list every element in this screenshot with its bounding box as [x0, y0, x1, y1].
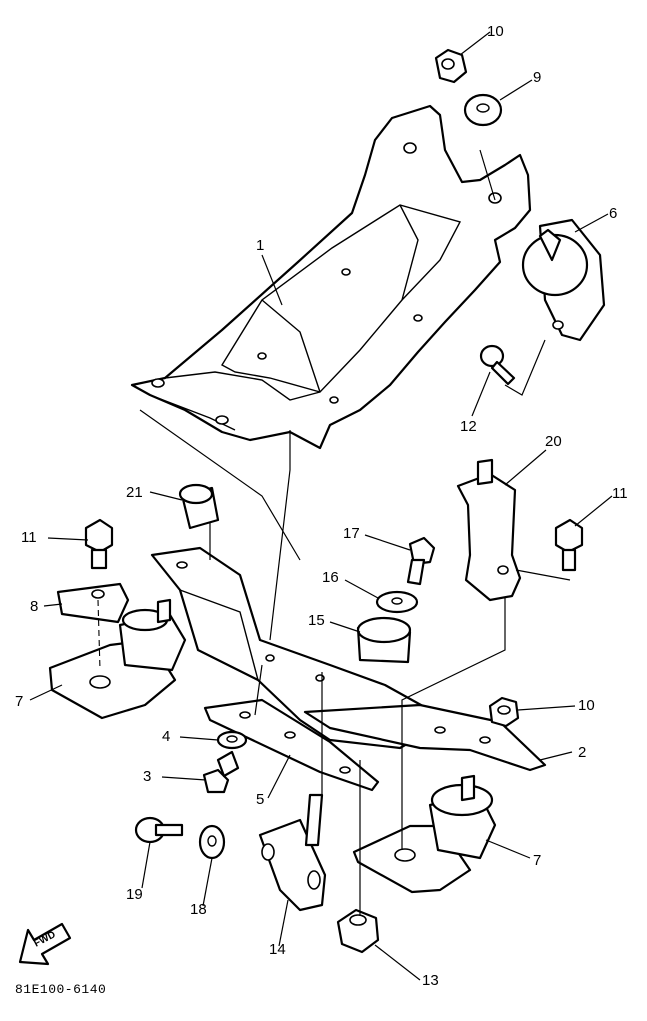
bracket-part — [303, 703, 547, 772]
callout-16: 16 — [322, 569, 339, 586]
assembly-guide-lines — [97, 149, 571, 915]
nut-part — [336, 908, 380, 954]
callout-11: 11 — [21, 529, 37, 546]
callout-10: 10 — [487, 23, 504, 40]
callout-13: 13 — [422, 972, 439, 989]
callout-20: 20 — [545, 433, 562, 450]
nut-part — [488, 696, 520, 728]
callout-21: 21 — [126, 484, 143, 501]
collar-part — [178, 483, 220, 530]
bracket-part — [456, 458, 522, 602]
callout-1: 1 — [256, 237, 265, 254]
forward-direction-arrow: FWD — [18, 922, 72, 966]
callout-4: 4 — [162, 728, 171, 745]
rubber-mount-part — [356, 616, 412, 664]
bolt-part — [406, 536, 436, 586]
bolt-part — [202, 750, 240, 794]
engine-mount-part — [352, 774, 497, 894]
callout-7: 7 — [533, 852, 542, 869]
callout-6: 6 — [609, 205, 618, 222]
callout-14: 14 — [269, 941, 286, 958]
callout-7: 7 — [15, 693, 24, 710]
skid-plate-part — [130, 104, 532, 450]
callout-2: 2 — [578, 744, 587, 761]
washer-part — [463, 93, 503, 127]
drawing-code: 81E100-6140 — [15, 982, 107, 997]
callout-19: 19 — [126, 886, 143, 903]
callout-10: 10 — [578, 697, 595, 714]
plate-part — [56, 582, 130, 624]
callout-9: 9 — [533, 69, 542, 86]
callout-8: 8 — [30, 598, 39, 615]
washer-part — [216, 730, 248, 750]
callout-17: 17 — [343, 525, 360, 542]
callout-11: 11 — [612, 485, 628, 502]
plate-part — [203, 698, 380, 792]
damper-part — [521, 218, 606, 342]
callout-18: 18 — [190, 901, 207, 918]
washer-part — [375, 590, 419, 614]
callout-3: 3 — [143, 768, 152, 785]
bolt-part — [134, 816, 184, 844]
stay-part — [258, 793, 327, 912]
callout-12: 12 — [460, 418, 477, 435]
nut-part — [434, 48, 468, 84]
callout-15: 15 — [308, 612, 325, 629]
bolt-part — [84, 518, 114, 570]
washer-part — [198, 824, 226, 860]
engine-mount-part — [48, 598, 187, 720]
bolt-part — [554, 518, 584, 572]
bolt-part — [479, 344, 516, 386]
callout-5: 5 — [256, 791, 265, 808]
callout-leaders — [29, 31, 613, 981]
